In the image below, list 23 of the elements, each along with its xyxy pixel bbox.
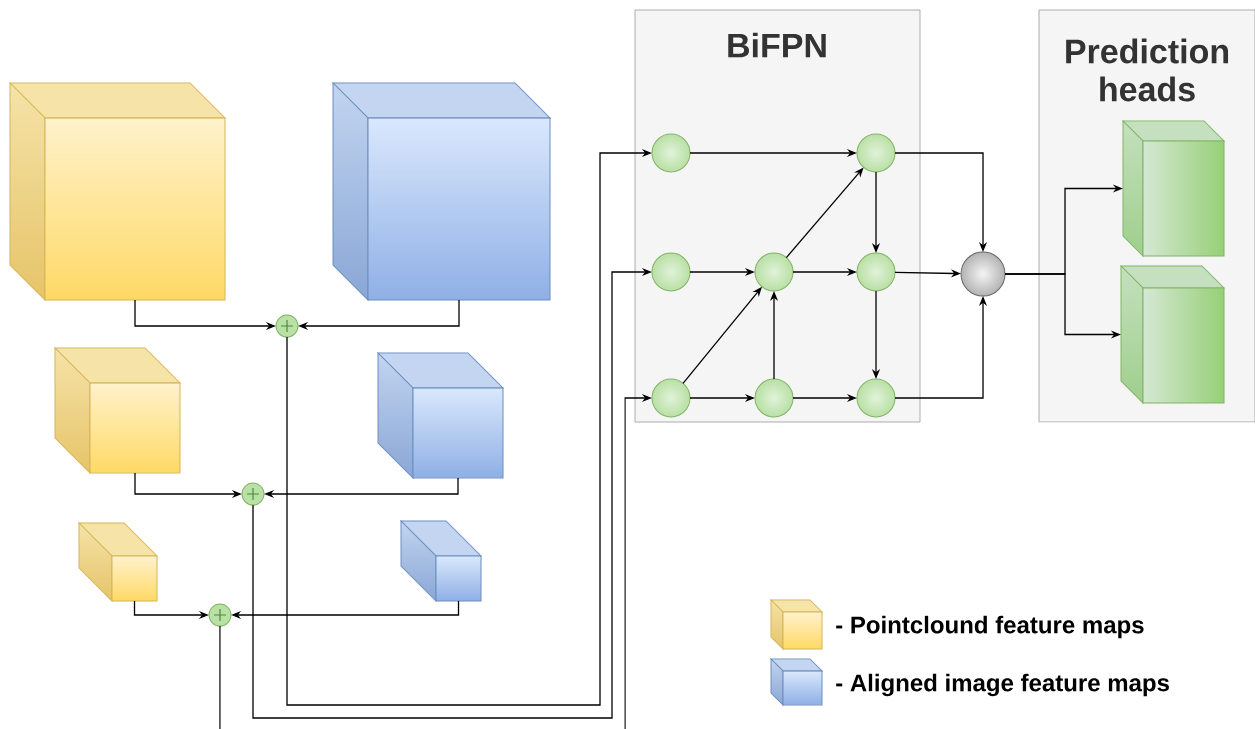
- cube: [78, 522, 158, 602]
- cube: [400, 520, 482, 602]
- cube: [1122, 120, 1225, 257]
- circle: [651, 378, 691, 418]
- cube: [377, 352, 504, 479]
- circle: [856, 252, 896, 292]
- cube: [54, 347, 181, 474]
- circle: [856, 133, 896, 173]
- circle: [651, 252, 691, 292]
- circle: [754, 378, 794, 418]
- legend-text: - Aligned image feature maps: [836, 673, 1169, 697]
- circle: [754, 252, 794, 292]
- plus-circle: [241, 482, 265, 506]
- plus-circle: [208, 603, 232, 627]
- cube: [1120, 265, 1225, 404]
- cube: [9, 82, 226, 301]
- circle: [651, 133, 691, 173]
- legend-text: - Pointclound feature maps: [836, 615, 1144, 639]
- plus-circle: [275, 314, 299, 338]
- panel: BiFPN: [634, 9, 921, 423]
- circle: [856, 378, 896, 418]
- cube: [332, 82, 551, 301]
- circle: [960, 251, 1006, 297]
